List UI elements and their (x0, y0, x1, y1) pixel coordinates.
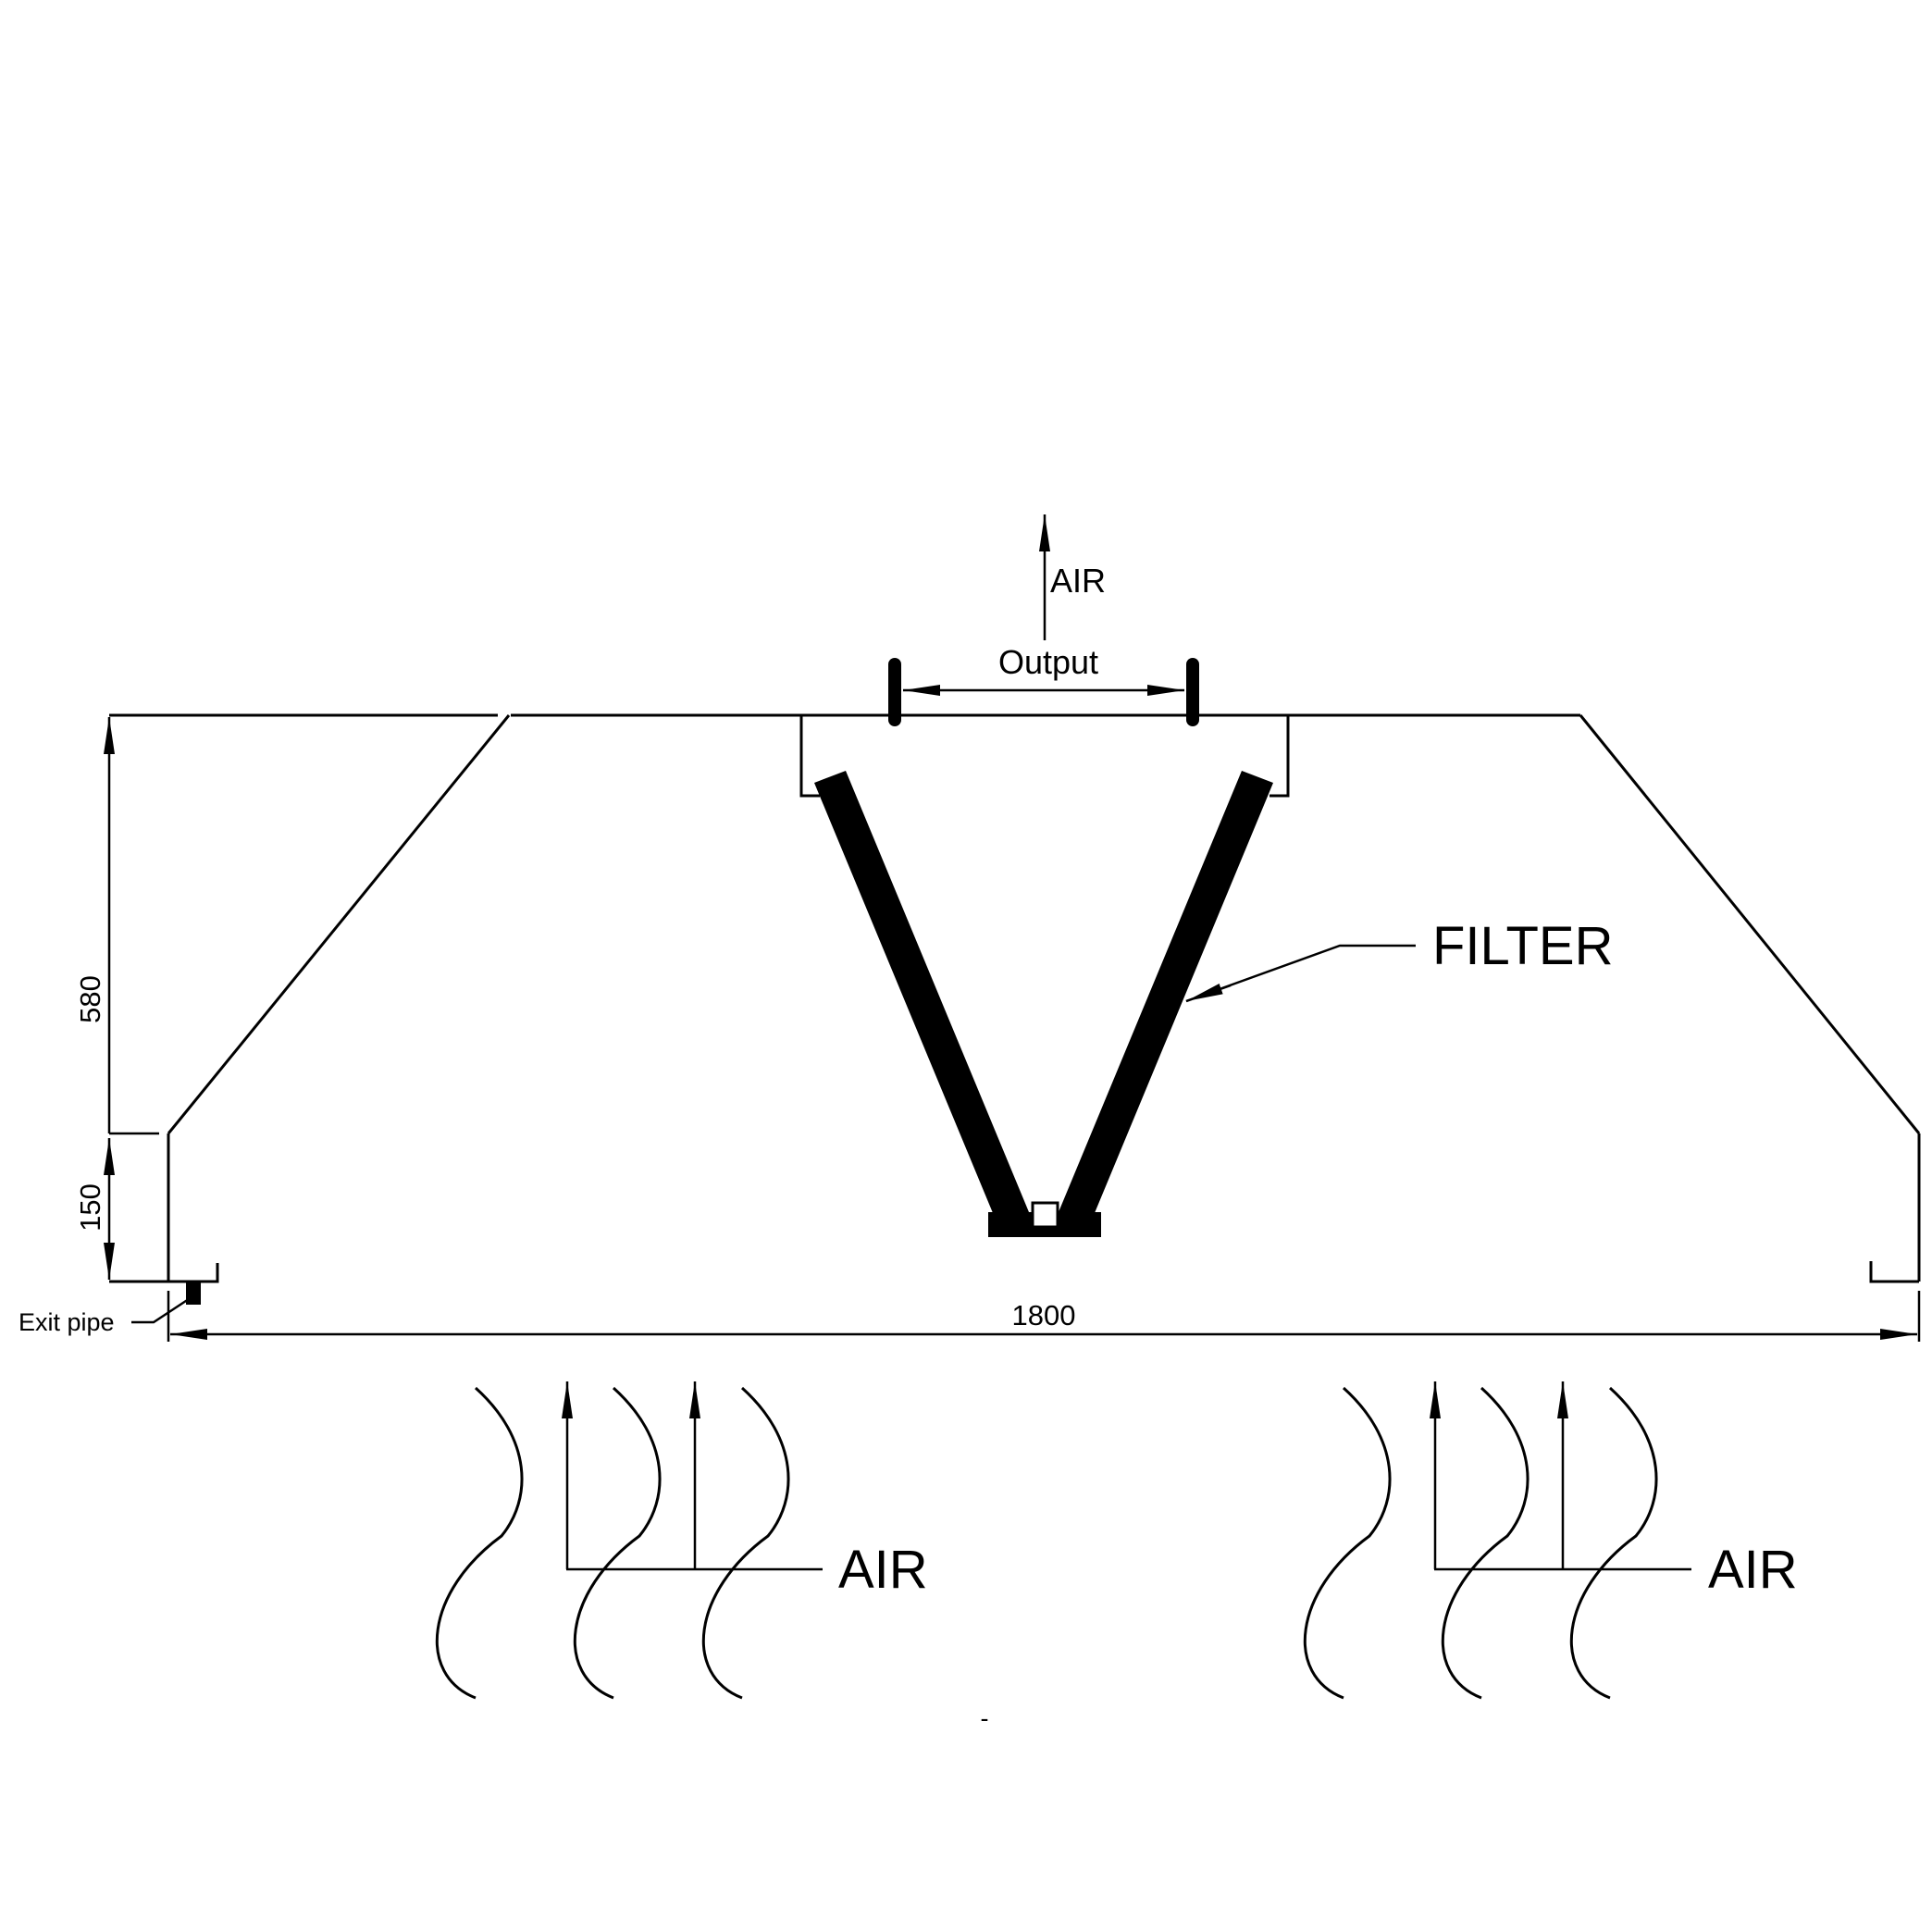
air-wave-left-3 (701, 1386, 790, 1700)
output-duct (888, 658, 1199, 726)
dimension-height-upper (104, 717, 159, 1135)
hood-left-slope (167, 714, 511, 1134)
footer-mark: - (981, 1704, 989, 1732)
air-wave-right-2 (1441, 1386, 1530, 1700)
dimension-label-1800: 1800 (1012, 1299, 1076, 1331)
filter-label: FILTER (1432, 916, 1614, 976)
filters (814, 771, 1273, 1237)
filter-left-panel (814, 771, 1029, 1224)
filter-brackets (799, 715, 1290, 798)
air-wave-left-2 (573, 1386, 662, 1700)
filter-leader-line (1185, 944, 1416, 1003)
air-in-label-left: AIR (838, 1540, 928, 1600)
hood-outline (109, 713, 1921, 1282)
air-out-label: AIR (1050, 562, 1106, 600)
dimension-width (167, 1291, 1921, 1342)
output-label: Output (998, 643, 1098, 681)
air-wave-left-1 (435, 1386, 524, 1700)
left-gutter (109, 1263, 219, 1283)
dimension-label-150: 150 (74, 1183, 106, 1232)
dimension-label-580: 580 (74, 975, 106, 1023)
exit-pipe-leader (131, 1294, 195, 1324)
hood-right-slope (1579, 714, 1921, 1134)
exit-pipe-label: Exit pipe (19, 1308, 115, 1336)
air-wave-right-1 (1303, 1386, 1392, 1700)
right-gutter (1869, 1261, 1919, 1283)
air-flow-right (1303, 1381, 1691, 1700)
air-flow-left (435, 1381, 823, 1700)
air-wave-right-3 (1569, 1386, 1658, 1700)
air-in-label-right: AIR (1708, 1540, 1798, 1600)
exit-pipe (186, 1282, 201, 1305)
filter-drain (1031, 1201, 1059, 1229)
filter-right-panel (1059, 771, 1273, 1224)
